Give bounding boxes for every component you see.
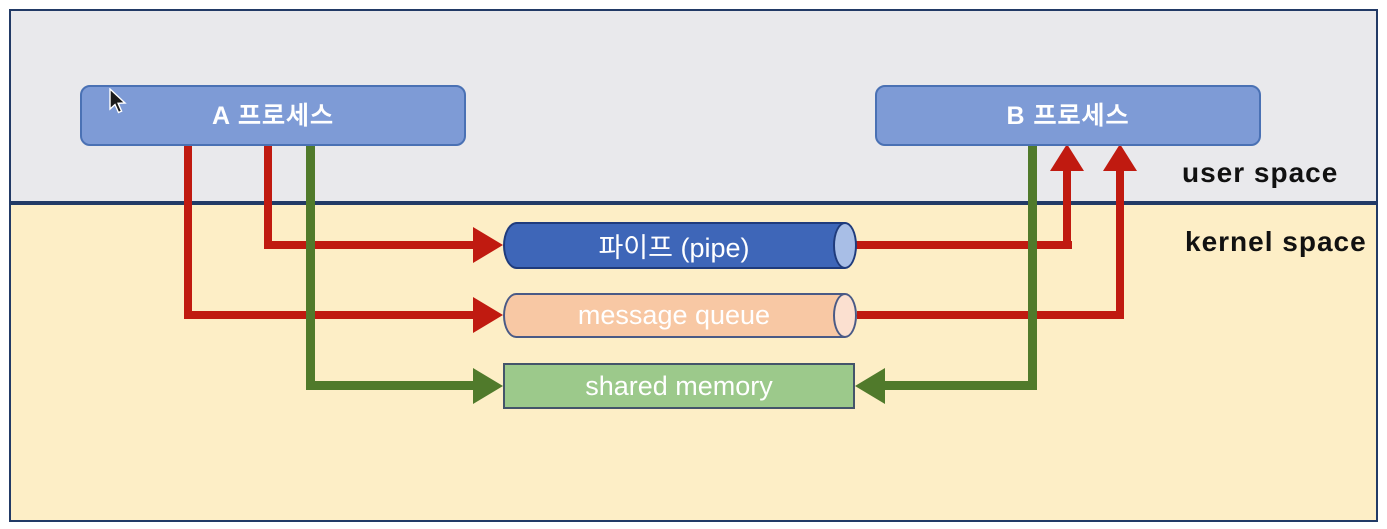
- arrow-head: [1050, 144, 1084, 171]
- arrow-head: [855, 368, 885, 404]
- arrow-head: [473, 227, 503, 263]
- arrow-segment: [855, 241, 1072, 249]
- pipe-node: 파이프 (pipe): [503, 222, 857, 269]
- arrow-segment: [264, 241, 474, 249]
- arrow-segment: [857, 311, 1124, 319]
- arrow-segment: [1063, 170, 1071, 249]
- arrow-segment: [1116, 170, 1124, 319]
- message-queue-label: message queue: [577, 300, 771, 330]
- arrow-segment: [264, 145, 272, 249]
- arrow-segment: [306, 381, 474, 390]
- arrow-segment: [1028, 145, 1037, 390]
- user-space-label: user space: [1182, 157, 1339, 188]
- arrow-segment: [184, 311, 474, 319]
- pipe-label: 파이프 (pipe): [598, 233, 750, 263]
- arrow-head: [473, 297, 503, 333]
- shared-memory-node: shared memory: [503, 363, 855, 409]
- arrow-head: [473, 368, 503, 404]
- message-queue-cylinder-body: [503, 293, 845, 338]
- process-b-box: B 프로세스: [875, 85, 1261, 146]
- process-a-box: A 프로세스: [80, 85, 466, 146]
- arrow-head: [1103, 144, 1137, 171]
- pipe-cylinder-body: [503, 222, 845, 269]
- arrow-segment: [885, 381, 1037, 390]
- pipe-cylinder-cap: [833, 222, 857, 269]
- arrow-segment: [306, 145, 315, 390]
- message-queue-node: message queue: [503, 293, 857, 338]
- kernel-space-label: kernel space: [1185, 226, 1367, 257]
- arrow-segment: [184, 145, 192, 319]
- message-queue-cylinder-cap: [833, 293, 857, 338]
- mouse-cursor-icon: [109, 88, 127, 114]
